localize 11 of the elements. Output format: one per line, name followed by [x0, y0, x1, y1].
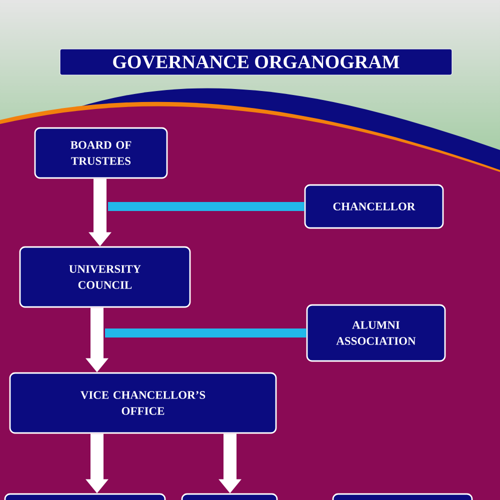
connector-line: [108, 202, 304, 211]
org-box: VICE CHANCELLOR’S OFFICE: [9, 372, 277, 434]
title-banner: GOVERNANCE ORGANOGRAM: [60, 48, 452, 76]
org-box: ALUMNI ASSOCIATION: [306, 304, 446, 362]
org-box: UNIVERSITY COUNCIL: [19, 246, 191, 308]
empty-box: [332, 493, 473, 500]
connector-line: [105, 328, 306, 338]
empty-box: [181, 493, 278, 500]
org-box: CHANCELLOR: [304, 184, 444, 229]
empty-box: [4, 493, 166, 500]
org-box: BOARD OF TRUSTEES: [34, 127, 168, 179]
